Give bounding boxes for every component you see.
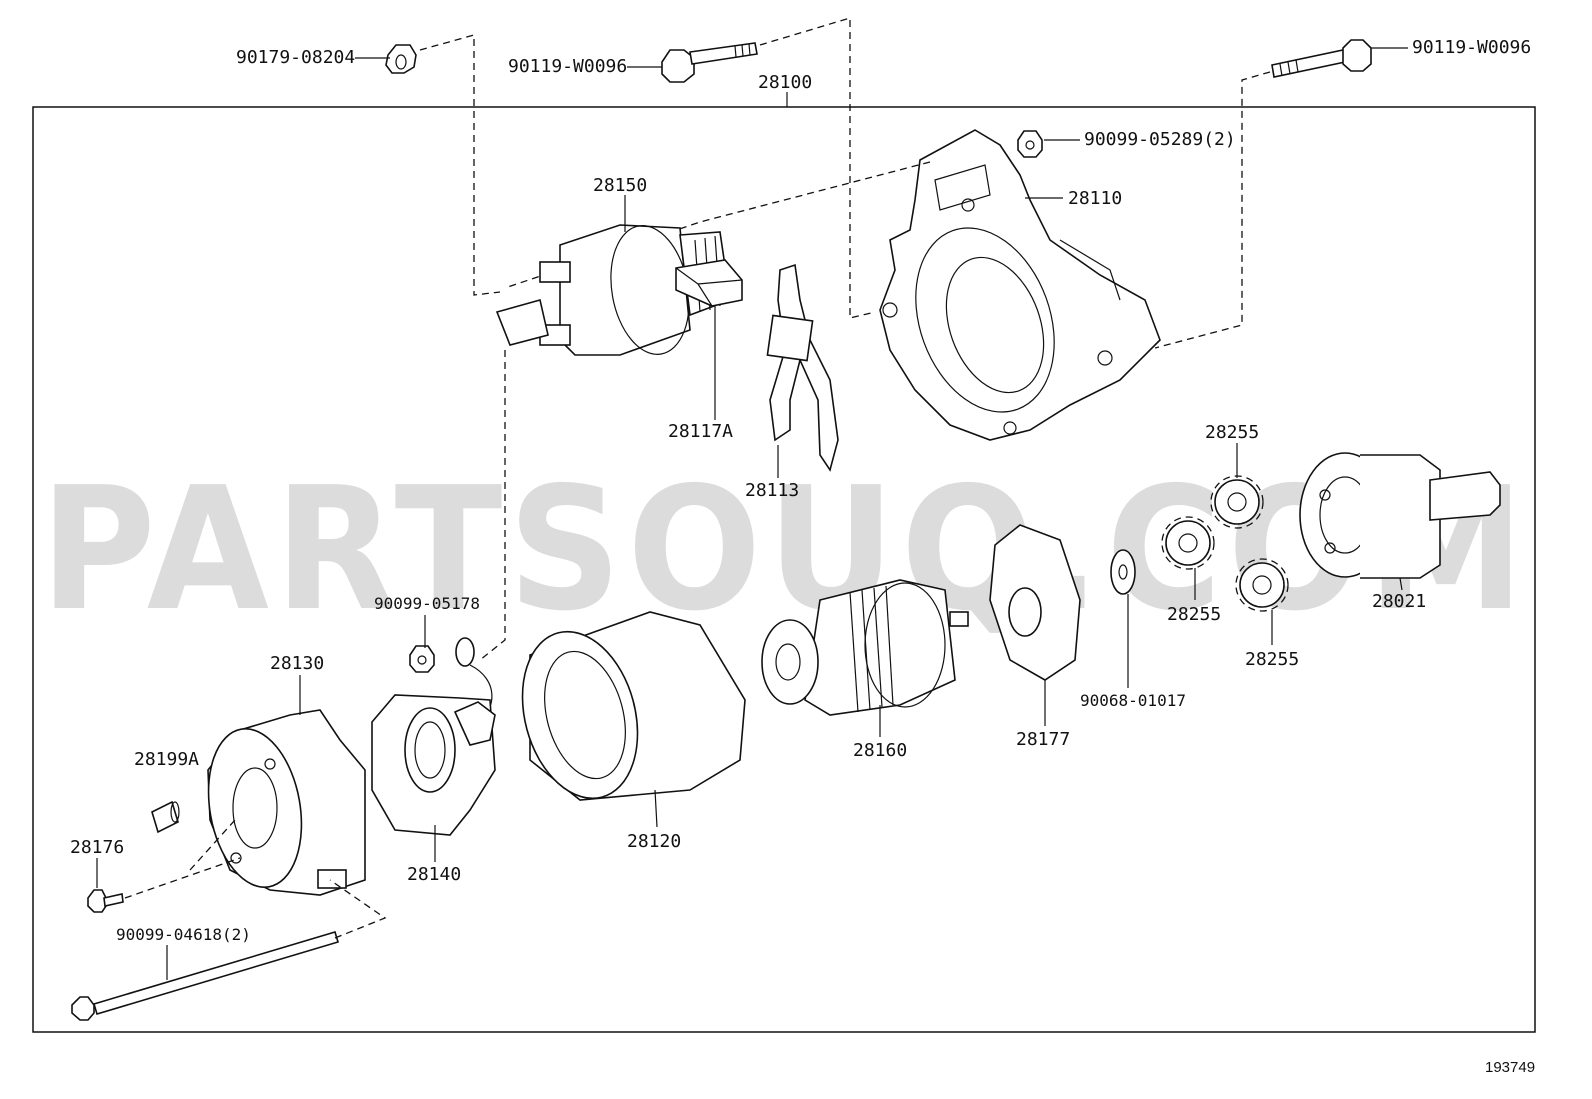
drive-lever-28113[interactable] [766,263,839,472]
watermark-text: PARTSOUQ.COM [40,451,1530,649]
label-28176: 28176 [70,837,124,858]
label-28255-bot: 28255 [1245,649,1299,670]
plate-28177[interactable] [989,524,1081,681]
nut-90099-05289[interactable] [1017,130,1043,158]
planetary-gear-28255-bot[interactable] [1235,558,1289,612]
bolt-90119-W0096-right[interactable] [1271,39,1372,78]
label-28160: 28160 [853,740,907,761]
brush-holder-28140[interactable] [371,694,496,836]
end-frame-28130[interactable] [197,709,366,896]
label-28113: 28113 [745,480,799,501]
label-28100: 28100 [758,72,812,93]
label-90099-05178: 90099-05178 [374,594,480,613]
label-28110: 28110 [1068,188,1122,209]
nut-90099-05178[interactable] [409,645,435,673]
starter-clutch-28021[interactable] [1299,452,1501,579]
bolt-90119-W0096-left[interactable] [661,42,758,83]
label-28140: 28140 [407,864,461,885]
label-90119-W0096-right: 90119-W0096 [1412,37,1531,58]
assembly-frame [32,106,1536,1033]
label-28255-mid: 28255 [1167,604,1221,625]
label-90099-04618: 90099-04618(2) [116,925,251,944]
label-28150: 28150 [593,175,647,196]
label-28199A: 28199A [134,749,199,770]
washer-90068-01017[interactable] [1110,549,1136,595]
label-28177: 28177 [1016,729,1070,750]
label-28130: 28130 [270,653,324,674]
yoke-28120[interactable] [505,611,746,811]
label-28021: 28021 [1372,591,1426,612]
label-90179-08204: 90179-08204 [236,47,355,68]
screw-28176[interactable] [87,889,124,913]
terminal-ring [455,637,475,667]
drive-housing-28110[interactable] [879,129,1161,441]
label-28120: 28120 [627,831,681,852]
pin-28199A[interactable] [151,800,180,834]
label-90119-W0096-left: 90119-W0096 [508,56,627,77]
label-90099-05289: 90099-05289(2) [1084,129,1236,150]
nut-90179-08204[interactable] [385,44,417,74]
label-90068-01017: 90068-01017 [1080,691,1186,710]
armature-28160[interactable] [761,579,969,716]
label-28117A: 28117A [668,421,733,442]
label-28255-top: 28255 [1205,422,1259,443]
plunger-block-28117A[interactable] [675,259,743,307]
reference-number: 193749 [1485,1059,1535,1076]
planetary-gear-28255-mid[interactable] [1161,516,1215,570]
through-bolt-90099-04618[interactable] [71,931,339,1021]
